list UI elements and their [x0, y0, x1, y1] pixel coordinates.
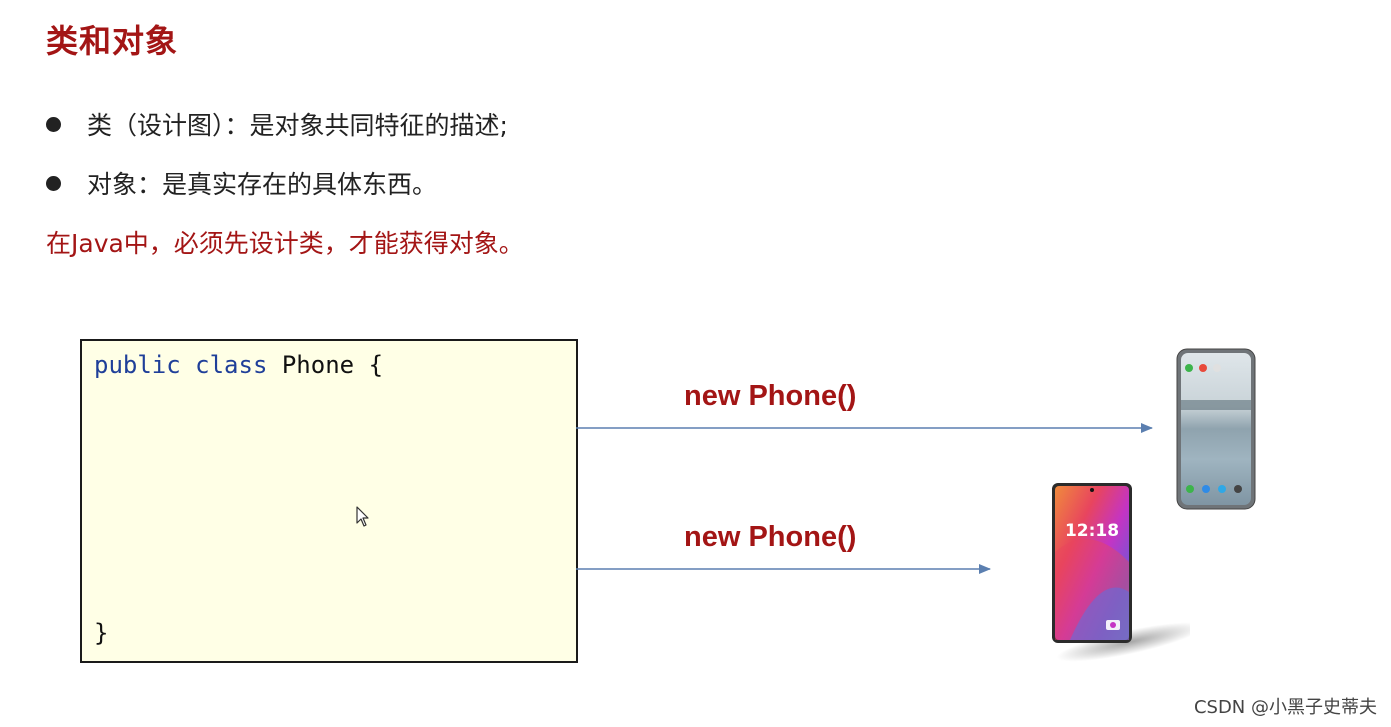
- keyword-class: class: [195, 351, 268, 379]
- open-brace: {: [368, 351, 384, 379]
- bullet-dot-icon: [46, 175, 61, 191]
- keyword-public: public: [94, 351, 181, 379]
- code-box: public class Phone { }: [80, 339, 578, 663]
- arrow-label-1: new Phone(): [684, 380, 857, 412]
- bullet-text: 类（设计图）：是对象共同特征的描述;: [87, 111, 508, 140]
- bullet-class: 类（设计图）：是对象共同特征的描述;: [46, 106, 508, 142]
- slide-title: 类和对象: [46, 22, 179, 60]
- code-line-class-declaration: public class Phone {: [94, 351, 383, 379]
- phone-image-1: [1176, 348, 1256, 510]
- mouse-pointer-icon: [356, 506, 369, 527]
- java-note: 在Java中，必须先设计类，才能获得对象。: [46, 229, 524, 258]
- class-name: Phone: [281, 351, 355, 379]
- bullet-dot-icon: [46, 116, 61, 132]
- close-brace: }: [94, 619, 109, 647]
- bullet-object: 对象：是真实存在的具体东西。: [46, 165, 437, 201]
- arrow-label-2: new Phone(): [684, 521, 857, 553]
- watermark: CSDN @小黑子史蒂夫: [1193, 697, 1377, 718]
- bullet-text: 对象：是真实存在的具体东西。: [87, 170, 438, 199]
- phone-image-2: 12:18: [1052, 483, 1190, 662]
- phone-screen-time: 12:18: [1065, 521, 1119, 541]
